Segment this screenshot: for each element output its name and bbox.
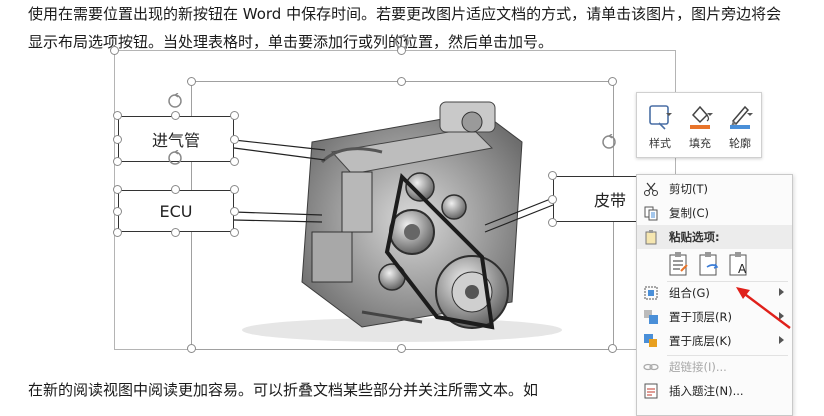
paste-text-only-icon[interactable]: A: [727, 251, 751, 277]
menu-separator: [667, 281, 788, 282]
menu-item-cut[interactable]: 剪切(T): [637, 177, 792, 201]
image-handle-bottom-middle[interactable]: [397, 344, 406, 353]
style-button[interactable]: 样式: [641, 97, 679, 153]
image-handle-bottom-right[interactable]: [608, 344, 617, 353]
menu-item-bring-to-front[interactable]: 置于顶层(R): [637, 305, 792, 329]
intake-rotate-handle-icon[interactable]: [167, 92, 183, 109]
ecu-handle-br[interactable]: [230, 228, 239, 237]
menu-item-hyperlink[interactable]: 超链接(I)...: [637, 355, 792, 379]
intake-handle-mr[interactable]: [230, 135, 239, 144]
image-handle-top-middle[interactable]: [397, 77, 406, 86]
callout-belt-label: 皮带: [594, 191, 627, 210]
menu-group-label: 组合(G): [669, 286, 710, 300]
intake-handle-bl[interactable]: [113, 157, 122, 166]
style-label: 样式: [649, 137, 671, 150]
ecu-handle-tm[interactable]: [171, 185, 180, 194]
mini-toolbar: 样式 填充 轮廓: [636, 92, 762, 158]
group-icon: [644, 286, 658, 300]
callout-ecu[interactable]: ECU: [118, 190, 234, 232]
paste-merge-formatting-icon[interactable]: [697, 251, 721, 277]
fill-button[interactable]: 填充: [681, 97, 719, 153]
belt-handle-tl[interactable]: [548, 171, 557, 180]
ecu-rotate-handle-icon[interactable]: [167, 149, 183, 166]
document-paragraph-bottom: 在新的阅读视图中阅读更加容易。可以折叠文档某些部分并关注所需文本。如: [28, 381, 539, 399]
menu-send-to-back-label: 置于底层(K): [669, 334, 732, 348]
outline-pen-icon: [730, 105, 753, 129]
submenu-arrow-icon: [779, 288, 784, 296]
scissors-icon: [644, 182, 658, 196]
copy-icon: [644, 206, 658, 221]
image-handle-bottom-left[interactable]: [187, 344, 196, 353]
send-to-back-icon: [644, 334, 657, 347]
menu-copy-label: 复制(C): [669, 206, 710, 220]
red-annotation-arrow-icon: [736, 287, 791, 329]
ecu-handle-tl[interactable]: [113, 185, 122, 194]
menu-cut-label: 剪切(T): [669, 182, 708, 196]
context-menu: 剪切(T) 复制(C) 粘贴选项: A 组合(G): [636, 174, 793, 416]
callout-belt[interactable]: 皮带: [553, 176, 637, 222]
intake-handle-tm[interactable]: [171, 111, 180, 120]
menu-item-send-to-back[interactable]: 置于底层(K): [637, 329, 792, 353]
menu-separator: [667, 355, 788, 356]
outline-button[interactable]: 轮廓: [721, 97, 759, 153]
ecu-handle-ml[interactable]: [113, 207, 122, 216]
outline-label: 轮廓: [729, 137, 751, 150]
ecu-handle-bm[interactable]: [171, 228, 180, 237]
image-handle-top-right[interactable]: [608, 77, 617, 86]
menu-item-copy[interactable]: 复制(C): [637, 201, 792, 225]
fill-bucket-icon: [690, 105, 713, 129]
submenu-arrow-icon: [779, 312, 784, 320]
intake-handle-ml[interactable]: [113, 135, 122, 144]
paste-keep-formatting-icon[interactable]: [667, 251, 691, 277]
paste-options-row: A: [637, 249, 792, 279]
menu-insert-caption-label: 插入题注(N)...: [669, 384, 744, 398]
caption-icon: [644, 383, 658, 399]
intake-handle-tr[interactable]: [230, 111, 239, 120]
menu-item-insert-caption[interactable]: 插入题注(N)...: [637, 379, 792, 403]
image-handle-top-left[interactable]: [187, 77, 196, 86]
ecu-handle-tr[interactable]: [230, 185, 239, 194]
callout-ecu-label: ECU: [159, 201, 193, 221]
ecu-handle-bl[interactable]: [113, 228, 122, 237]
menu-paste-options-label: 粘贴选项:: [669, 230, 720, 244]
menu-paste-options-header: 粘贴选项:: [637, 225, 792, 249]
shape-style-icon: [649, 105, 672, 130]
group-handle-top-left[interactable]: [110, 46, 119, 55]
belt-rotate-handle-icon[interactable]: [601, 133, 617, 150]
intake-handle-tl[interactable]: [113, 111, 122, 120]
document-paragraph-top: 使用在需要位置出现的新按钮在 Word 中保存时间。若要更改图片适应文档的方式，…: [28, 5, 782, 51]
menu-hyperlink-label: 超链接(I)...: [669, 360, 727, 374]
belt-handle-ml[interactable]: [548, 195, 557, 204]
svg-text:A: A: [738, 262, 747, 276]
callout-intake-label: 进气管: [151, 131, 200, 150]
intake-handle-br[interactable]: [230, 157, 239, 166]
menu-bring-to-front-label: 置于顶层(R): [669, 310, 732, 324]
fill-label: 填充: [689, 137, 711, 150]
link-icon: [643, 363, 659, 371]
bring-to-front-icon: [644, 310, 658, 324]
engine-image[interactable]: [192, 82, 612, 348]
clipboard-icon: [645, 230, 657, 245]
menu-item-group[interactable]: 组合(G): [637, 281, 792, 305]
belt-handle-bl[interactable]: [548, 218, 557, 227]
group-handle-middle-top[interactable]: [397, 46, 406, 55]
submenu-arrow-icon: [779, 336, 784, 344]
ecu-handle-mr[interactable]: [230, 207, 239, 216]
